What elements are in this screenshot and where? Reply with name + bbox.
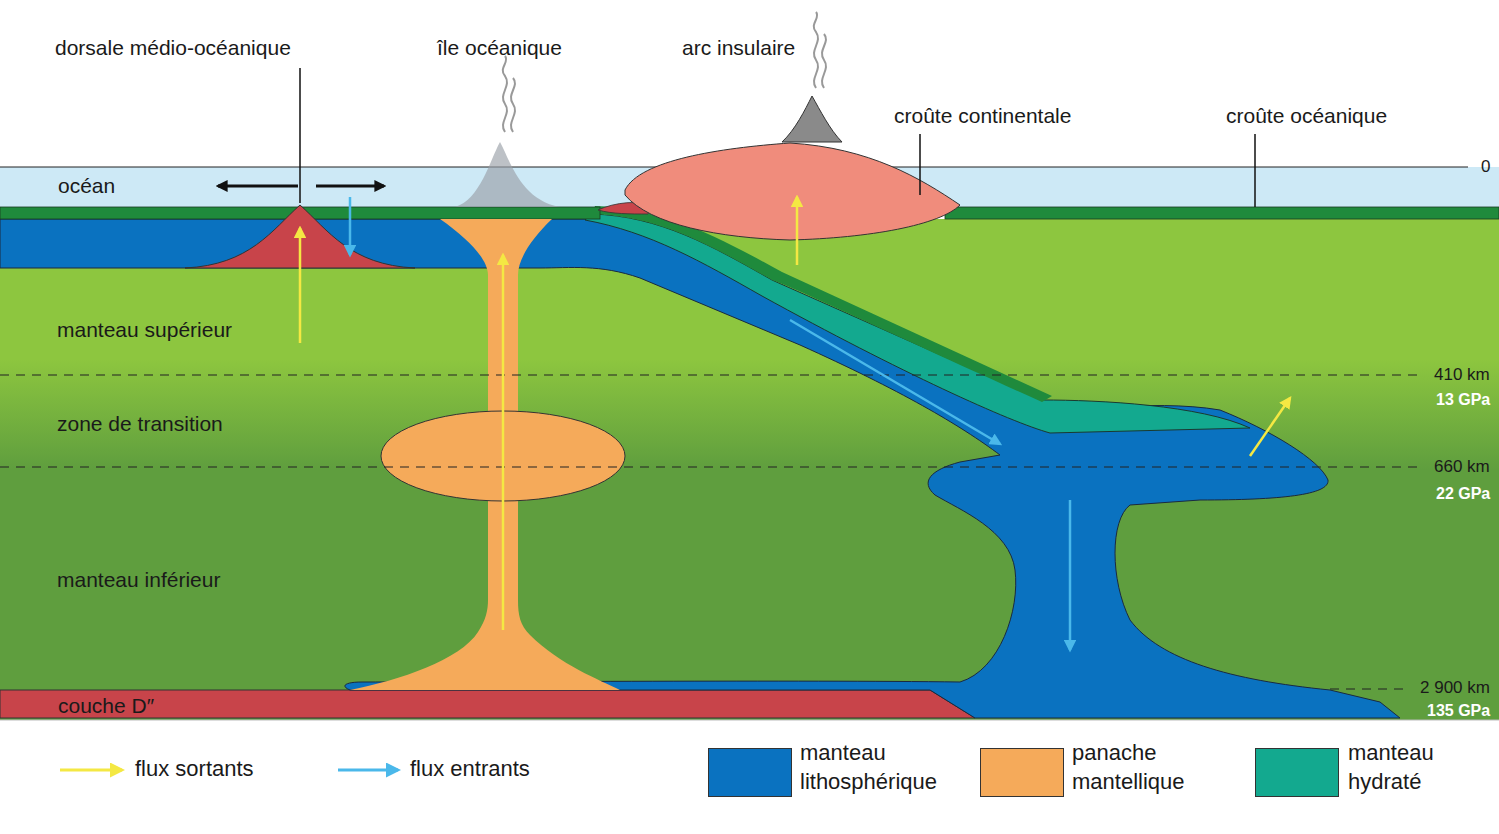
legend-text: panache mantellique [1072,739,1212,796]
layer-region: manteau supérieur [53,315,245,344]
outgoing-flux [796,197,799,265]
mantle-ground [0,219,1499,720]
outgoing-flux [299,228,302,343]
incoming-flux [1069,500,1072,650]
pressure-label: 22 GPa [1436,484,1490,503]
pressure-label: 13 GPa [1436,390,1490,409]
layer-name: océan [58,173,124,198]
outgoing-flux [502,255,505,630]
layer-region: manteau inférieur [53,565,233,594]
outgoing-flux [1250,398,1290,456]
legend-text: flux sortants [135,755,325,784]
layer-name: manteau inférieur [57,567,229,592]
smoke [511,78,515,132]
smoke [814,12,818,88]
incoming-flux [349,197,352,255]
boundary-410 [0,374,1418,375]
layer-region: zone de transition [53,409,235,438]
plume-base [350,600,620,690]
arc-volcano [782,96,842,142]
feature-label: croûte continentale [894,103,1071,128]
island-volcano [455,142,560,207]
lithospheric-mantle [0,219,1400,718]
legend-rule [0,720,1499,721]
spreading-arrow [218,185,298,188]
leader-line [1254,134,1256,207]
feature-label: arc insulaire [682,35,795,60]
hydrated-mantle [585,214,1250,433]
boundary-2900 [1330,688,1408,689]
leader-line [919,134,921,195]
depth-label: 0 [1481,157,1490,177]
layer-region: océan [54,171,128,200]
continental-crust [625,143,960,240]
legend-arrow [60,769,122,772]
leader-line [299,68,301,203]
layer-region: couche D″ [54,691,167,720]
layer-name: couche D″ [58,693,163,718]
d-layer [0,690,975,718]
legend-text: manteau hydraté [1348,739,1463,796]
incoming-flux [790,320,1000,444]
boundary-660 [0,466,1418,467]
feature-label: croûte océanique [1226,103,1387,128]
smoke [822,34,826,88]
spreading-arrow [316,185,384,188]
depth-label: 410 km [1434,365,1490,385]
legend-arrow [338,769,398,772]
layer-name: zone de transition [57,411,231,436]
feature-label: île océanique [437,35,562,60]
feature-label: dorsale médio-océanique [55,35,291,60]
pressure-label: 135 GPa [1427,701,1490,720]
legend-swatch [1255,748,1339,797]
legend-text: flux entrants [410,755,600,784]
depth-label: 2 900 km [1420,678,1490,698]
oceanic-crust-right [945,207,1499,219]
smoke [503,56,507,132]
legend-swatch [708,748,792,797]
depth-label: 660 km [1434,457,1490,477]
legend-swatch [980,748,1064,797]
legend-text: manteau lithosphérique [800,739,960,796]
layer-name: manteau supérieur [57,317,241,342]
